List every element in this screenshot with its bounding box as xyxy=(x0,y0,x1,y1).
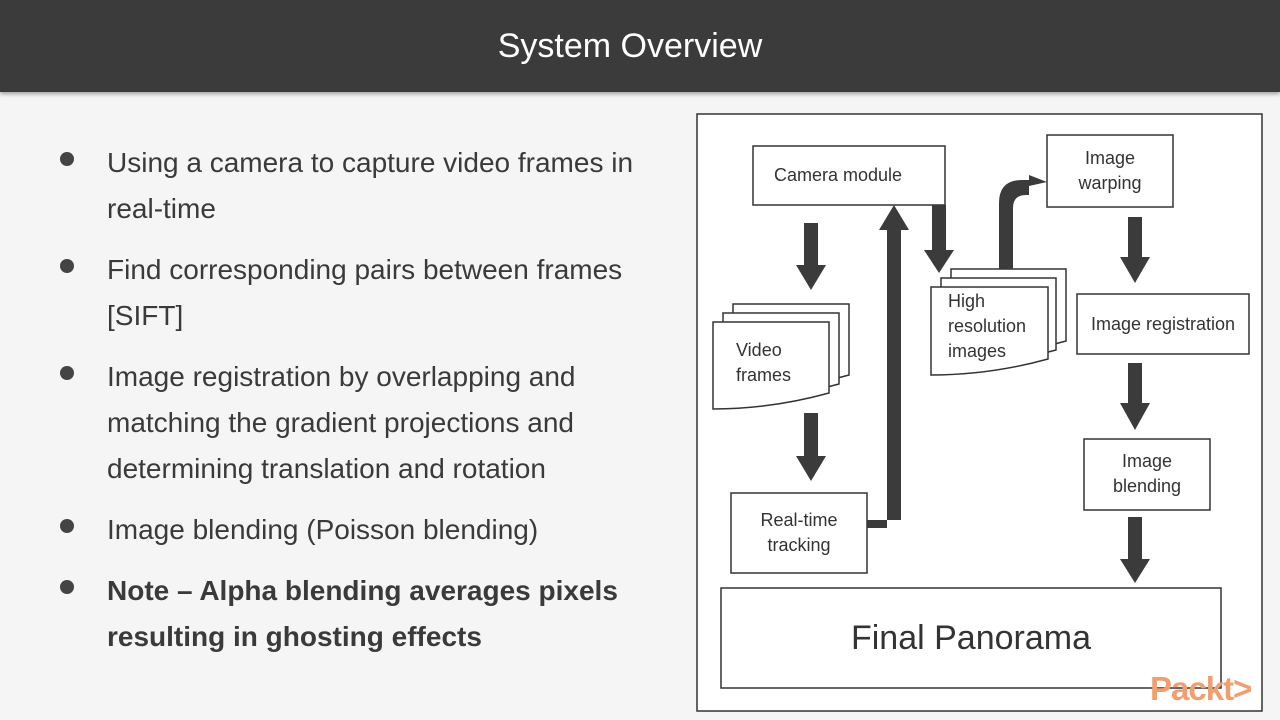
header-bar: System Overview xyxy=(0,0,1280,92)
bullet-text: Find corresponding pairs between frames … xyxy=(107,254,623,331)
bullet-dot-icon xyxy=(60,152,74,166)
bullet-text: Using a camera to capture video frames i… xyxy=(107,147,634,224)
bullet-item-note: Note – Alpha blending averages pixels re… xyxy=(56,568,696,660)
image-registration-label: Image registration xyxy=(1090,314,1236,334)
high-res-images-label: High resolution images xyxy=(948,291,1027,361)
image-warping-label: Image warping xyxy=(1078,148,1142,193)
arrow-down-icon xyxy=(1120,517,1150,583)
final-panorama-box xyxy=(720,587,1222,689)
arrow-down-icon xyxy=(796,223,826,290)
realtime-tracking-label: Real-time tracking xyxy=(760,510,838,555)
bullet-text: Note – Alpha blending averages pixels re… xyxy=(107,575,618,652)
video-frames-label: Video frames xyxy=(736,340,792,385)
arrow-down-icon xyxy=(796,413,826,481)
bullet-item: Image registration by overlapping and ma… xyxy=(56,354,696,492)
camera-module-box xyxy=(752,145,946,206)
bullet-dot-icon xyxy=(60,366,74,380)
bullet-item: Image blending (Poisson blending) xyxy=(56,507,696,553)
image-blending-box xyxy=(1083,438,1211,511)
packt-logo: Packt> xyxy=(1150,670,1252,707)
arrow-up-icon xyxy=(867,205,909,528)
slide-title: System Overview xyxy=(497,27,763,65)
high-res-images-document-stack xyxy=(930,268,1067,376)
flow-arrows xyxy=(796,175,1150,583)
arrow-curved-icon xyxy=(999,175,1047,269)
arrow-down-icon xyxy=(924,205,954,273)
bullet-list: Using a camera to capture video frames i… xyxy=(56,140,696,675)
bullet-dot-icon xyxy=(60,519,74,533)
bullet-text: Image registration by overlapping and ma… xyxy=(107,361,576,484)
arrow-down-icon xyxy=(1120,217,1150,283)
final-panorama-label: Final Panorama xyxy=(850,619,1091,657)
image-warping-box xyxy=(1046,134,1174,208)
bullet-text: Image blending (Poisson blending) xyxy=(107,514,539,545)
camera-module-label: Camera module xyxy=(774,165,903,185)
diagram-canvas xyxy=(696,113,1263,712)
bullet-dot-icon xyxy=(60,259,74,273)
image-registration-box xyxy=(1076,293,1250,355)
bullet-dot-icon xyxy=(60,580,74,594)
bullet-item: Using a camera to capture video frames i… xyxy=(56,140,696,232)
arrow-down-icon xyxy=(1120,363,1150,430)
image-blending-label: Image blending xyxy=(1112,451,1182,496)
realtime-tracking-box xyxy=(730,492,868,574)
video-frames-document-stack xyxy=(712,303,850,410)
bullet-item: Find corresponding pairs between frames … xyxy=(56,247,696,339)
system-diagram: Camera module Video frames Real-time tra… xyxy=(696,113,1263,712)
